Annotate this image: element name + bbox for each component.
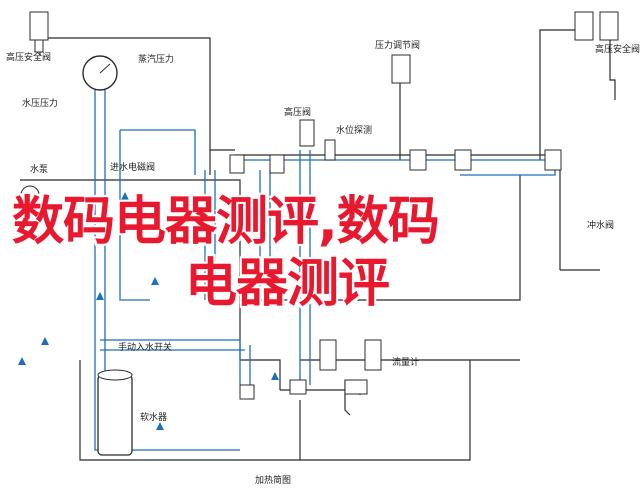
manual-switch-shape bbox=[239, 384, 255, 400]
arrow-up-2 bbox=[121, 192, 129, 200]
arrow-up-1 bbox=[96, 292, 104, 300]
right-safety-valve-shape bbox=[574, 11, 594, 41]
left-safety-valve-shape bbox=[29, 11, 49, 41]
label-water-level-probe: 水位探测 bbox=[336, 124, 372, 136]
label-heating-diagram: 加热简图 bbox=[255, 474, 291, 486]
water-softener-tank bbox=[97, 374, 133, 456]
overlay-title-line2: 电器测评 bbox=[185, 254, 390, 314]
label-high-pressure-valve: 高压阀 bbox=[284, 106, 311, 118]
label-water-pump: 水泵 bbox=[30, 163, 48, 175]
inlet-valve-shape bbox=[289, 379, 307, 395]
label-safety-valve-right: 高压安全阀 bbox=[595, 43, 640, 55]
label-steam-pressure: 蒸汽压力 bbox=[138, 53, 174, 65]
components bbox=[20, 11, 619, 456]
probe-shape bbox=[324, 139, 336, 161]
cooling-valve-shape bbox=[544, 149, 562, 171]
label-water-softener: 软水器 bbox=[140, 411, 167, 423]
high-pressure-valve-shape bbox=[299, 119, 315, 147]
softener-top bbox=[97, 369, 133, 381]
label-flow-meter: 流量计 bbox=[392, 356, 419, 368]
label-cooling-water: 冲水阀 bbox=[587, 219, 614, 231]
pump-motor-shape bbox=[20, 185, 40, 205]
dark-piping bbox=[20, 29, 616, 461]
boiler-valve-3 bbox=[409, 149, 427, 171]
right-valve-shape bbox=[599, 11, 619, 41]
arrow-up-4 bbox=[18, 357, 26, 365]
arrow-up-7 bbox=[271, 372, 279, 380]
overlay-title-line1: 数码电器测评,数码 bbox=[12, 192, 440, 252]
label-safety-valve: 高压安全阀 bbox=[6, 51, 51, 63]
arrow-up-6 bbox=[41, 337, 49, 345]
label-pressure-control-valve: 压力调节阀 bbox=[375, 39, 420, 51]
label-inlet-solenoid-valve: 进水电磁阀 bbox=[110, 161, 155, 173]
gauge-needle bbox=[99, 63, 111, 74]
blue-piping bbox=[94, 90, 556, 451]
left-boiler-valve bbox=[229, 154, 245, 174]
arrow-up-3 bbox=[151, 277, 159, 285]
boiler-valve-2 bbox=[269, 154, 285, 174]
flow-meter-1 bbox=[319, 339, 337, 371]
pressure-control-valve-shape bbox=[391, 54, 411, 84]
flow-arrows bbox=[18, 192, 279, 430]
boiler-valve-4 bbox=[454, 149, 472, 171]
left-valve-stem bbox=[34, 39, 44, 53]
pump-valve bbox=[344, 379, 368, 395]
flow-meter-2 bbox=[364, 339, 382, 371]
arrow-up-5 bbox=[156, 422, 164, 430]
label-water-pressure: 水压压力 bbox=[22, 97, 58, 109]
label-manual-inlet-switch: 手动入水开关 bbox=[118, 341, 172, 353]
